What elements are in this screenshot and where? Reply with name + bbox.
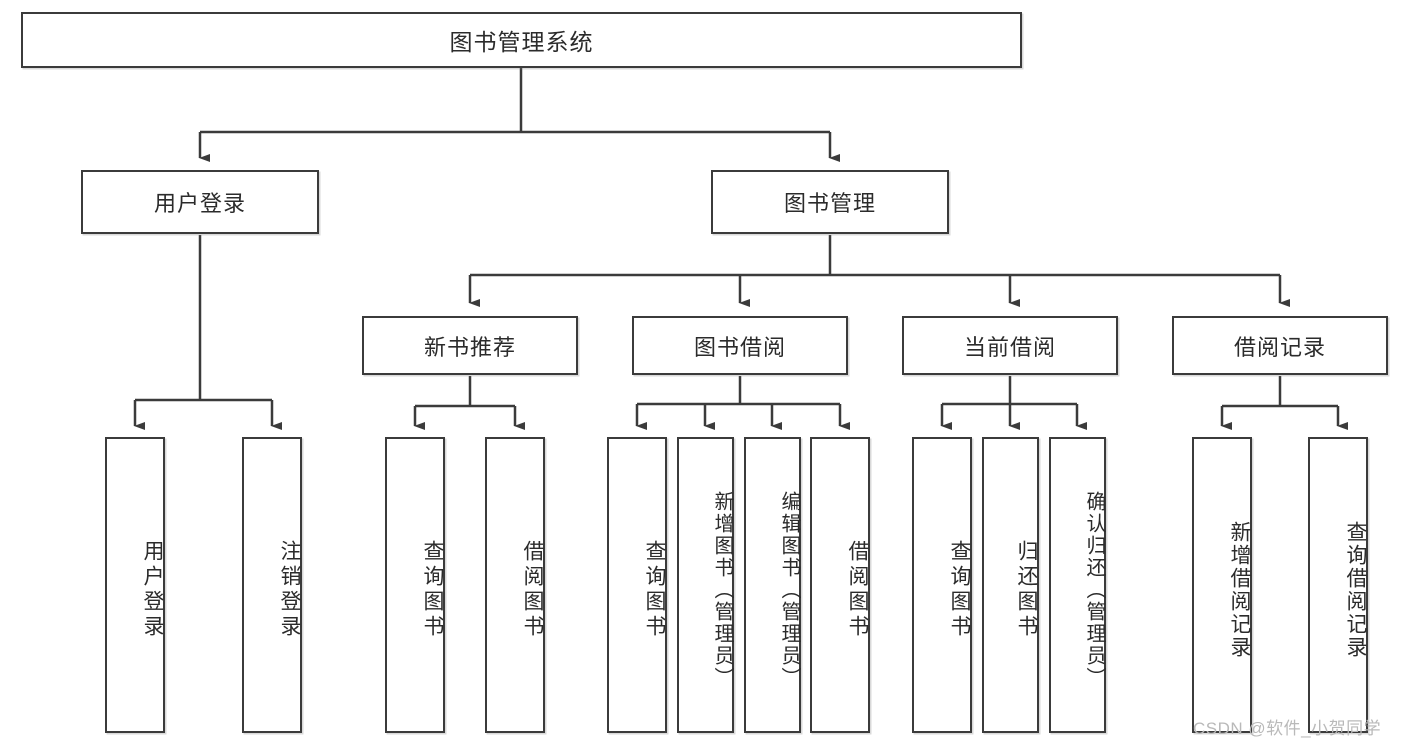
node-label: 用户登录 — [153, 191, 246, 216]
node-leaf-add-book-admin[interactable]: 新增图书（管理员） — [677, 437, 734, 733]
node-book-borrow[interactable]: 图书借阅 — [632, 316, 848, 375]
node-label: 新书推荐 — [423, 334, 516, 360]
node-leaf-borrow-book-borrow[interactable]: 借阅图书 — [810, 437, 870, 733]
node-leaf-user-login[interactable]: 用户登录 — [105, 437, 165, 733]
node-label: 借阅图书 — [846, 540, 869, 640]
csdn-watermark: CSDN @软件_小贺同学 — [1193, 714, 1381, 739]
node-label: 归还图书 — [1015, 540, 1038, 640]
node-leaf-add-borrow-record[interactable]: 新增借阅记录 — [1192, 437, 1252, 733]
node-label: 注销登录 — [278, 540, 301, 640]
node-leaf-query-borrow-record[interactable]: 查询借阅记录 — [1308, 437, 1368, 733]
node-label: 编辑图书（管理员） — [778, 491, 800, 689]
node-leaf-query-book-borrow[interactable]: 查询图书 — [607, 437, 667, 733]
node-label: 图书借阅 — [693, 334, 786, 360]
node-label: 查询图书 — [421, 540, 444, 640]
node-label: 用户登录 — [141, 540, 164, 640]
node-label: 借阅记录 — [1233, 334, 1326, 360]
node-label: 当前借阅 — [963, 334, 1056, 360]
node-leaf-confirm-return-admin[interactable]: 确认归还（管理员） — [1049, 437, 1106, 733]
node-leaf-query-book-recommend[interactable]: 查询图书 — [385, 437, 445, 733]
node-root-book-management-system[interactable]: 图书管理系统 — [21, 12, 1022, 68]
node-label: 查询借阅记录 — [1344, 521, 1367, 659]
node-leaf-borrow-book-recommend[interactable]: 借阅图书 — [485, 437, 545, 733]
node-leaf-return-book[interactable]: 归还图书 — [982, 437, 1039, 733]
node-new-book-recommend[interactable]: 新书推荐 — [362, 316, 578, 375]
node-leaf-logout-login[interactable]: 注销登录 — [242, 437, 302, 733]
node-leaf-query-book-current[interactable]: 查询图书 — [912, 437, 972, 733]
node-label: 查询图书 — [643, 540, 666, 640]
node-label: 图书管理系统 — [449, 29, 594, 55]
node-label: 新增借阅记录 — [1228, 521, 1251, 659]
node-current-borrow[interactable]: 当前借阅 — [902, 316, 1118, 375]
node-borrow-record[interactable]: 借阅记录 — [1172, 316, 1388, 375]
node-label: 借阅图书 — [521, 540, 544, 640]
node-book-management[interactable]: 图书管理 — [711, 170, 949, 234]
node-label: 新增图书（管理员） — [711, 491, 733, 689]
watermark-text: CSDN @软件_小贺同学 — [1193, 719, 1382, 738]
node-leaf-edit-book-admin[interactable]: 编辑图书（管理员） — [744, 437, 801, 733]
node-label: 确认归还（管理员） — [1083, 491, 1105, 689]
node-label: 图书管理 — [783, 191, 876, 216]
node-label: 查询图书 — [948, 540, 971, 640]
node-user-login[interactable]: 用户登录 — [81, 170, 319, 234]
